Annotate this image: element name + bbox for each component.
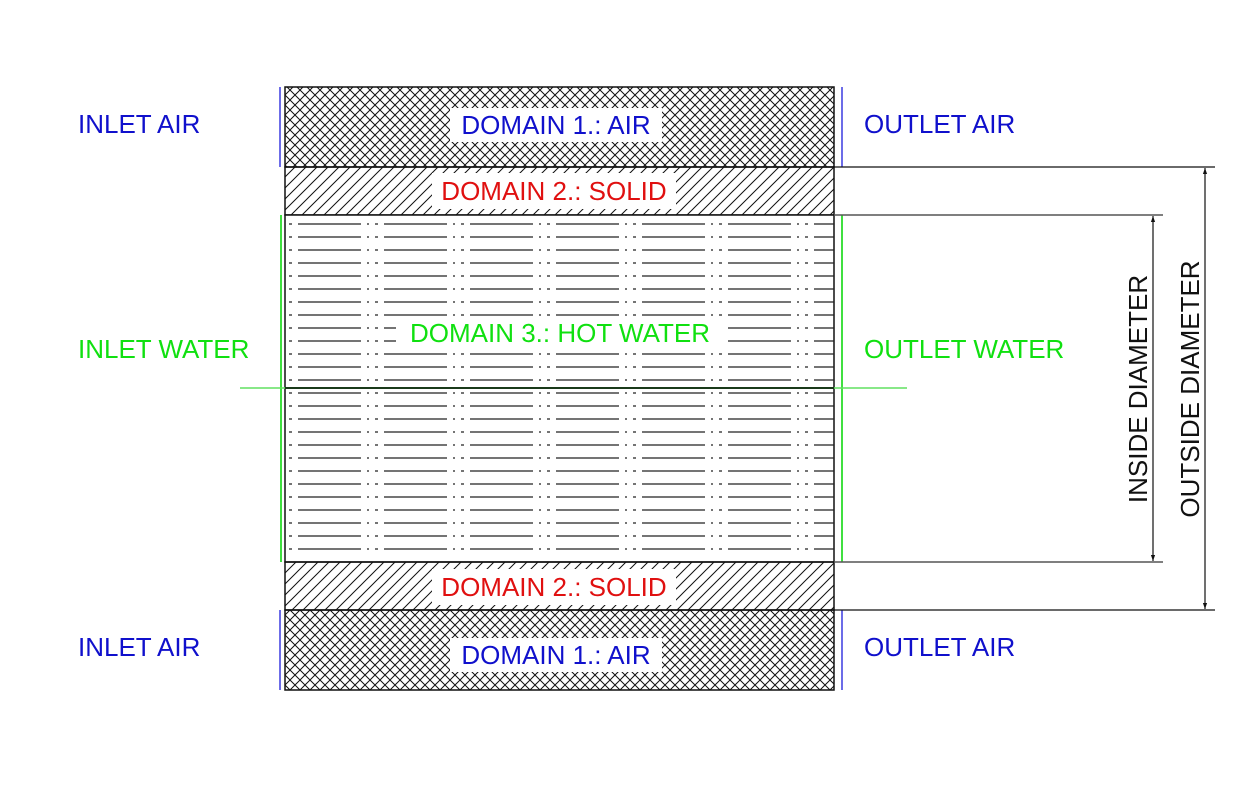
- domain-air-bottom-label: DOMAIN 1.: AIR: [461, 640, 650, 670]
- domain-solid-bottom-label: DOMAIN 2.: SOLID: [441, 572, 666, 602]
- inlet-air-top-label: INLET AIR: [78, 109, 200, 139]
- outlet-air-top-label: OUTLET AIR: [864, 109, 1015, 139]
- domain-solid-top-label: DOMAIN 2.: SOLID: [441, 176, 666, 206]
- label-mask-air-top: [450, 108, 662, 142]
- outlet-water-label: OUTLET WATER: [864, 334, 1064, 364]
- label-mask-solid-top: [432, 173, 676, 209]
- domain-water-label: DOMAIN 3.: HOT WATER: [410, 318, 710, 348]
- label-mask-air-bottom: [450, 638, 662, 672]
- water-flow-lines: [287, 223, 834, 550]
- inside-diameter-label: INSIDE DIAMETER: [1123, 275, 1153, 503]
- label-mask-water: [396, 316, 724, 350]
- inlet-air-bottom-label: INLET AIR: [78, 632, 200, 662]
- inlet-water-label: INLET WATER: [78, 334, 249, 364]
- domain-air-top-label: DOMAIN 1.: AIR: [461, 110, 650, 140]
- outlet-air-bottom-label: OUTLET AIR: [864, 632, 1015, 662]
- outside-diameter-label: OUTSIDE DIAMETER: [1175, 260, 1205, 517]
- label-mask-solid-bottom: [432, 569, 676, 605]
